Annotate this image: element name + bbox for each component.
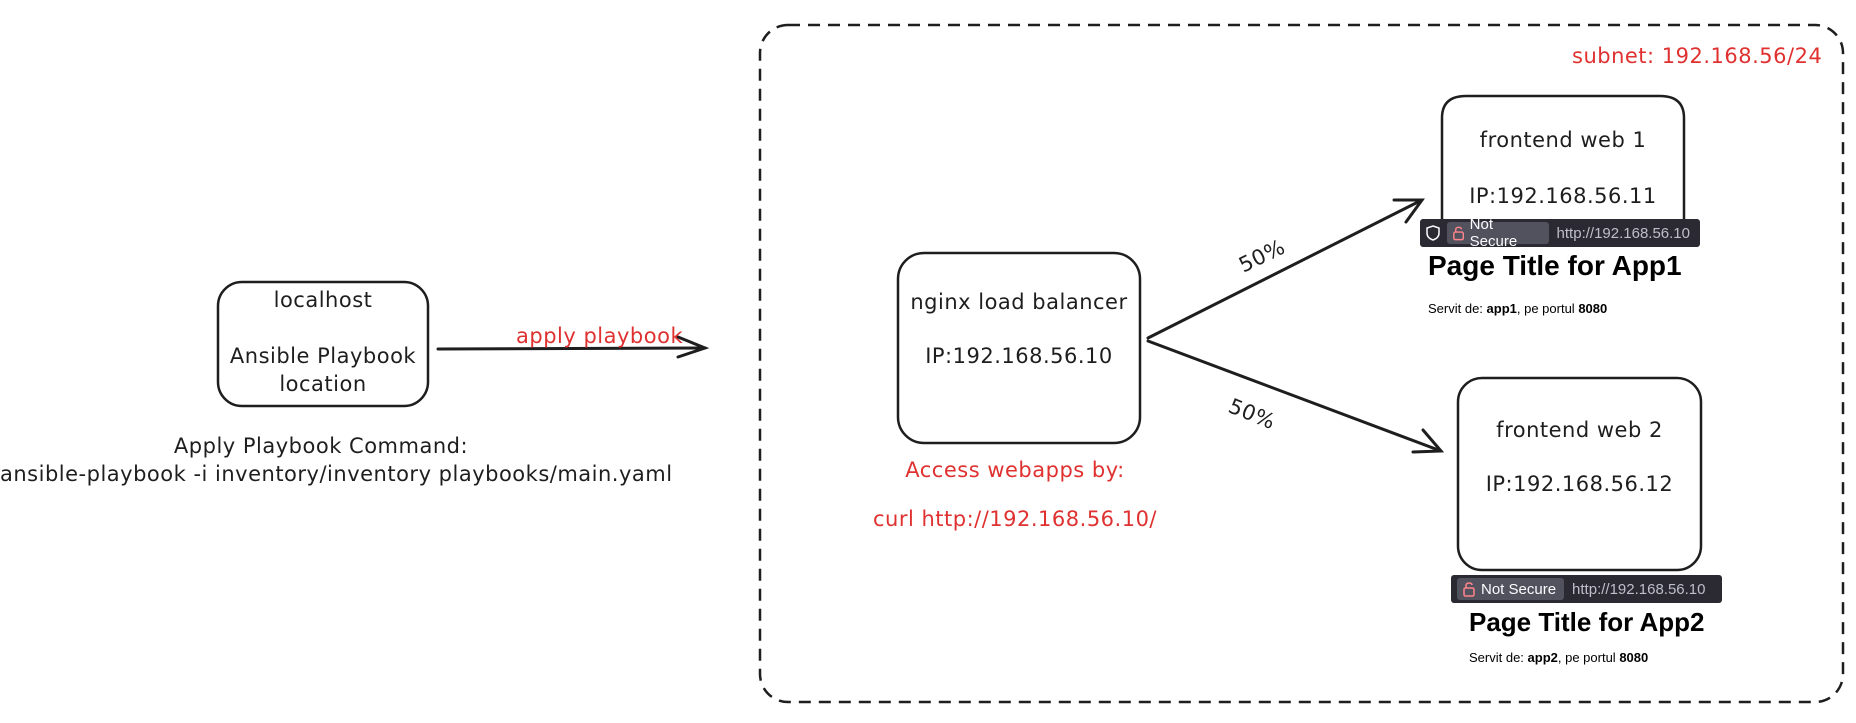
browser2-urlbar: Not Secure http://192.168.56.10 xyxy=(1451,575,1722,603)
web2-title: frontend web 2 xyxy=(1496,418,1663,442)
web2-box xyxy=(1456,376,1703,572)
not-secure-text: Not Secure xyxy=(1469,216,1518,250)
app2-page-title: Page Title for App2 xyxy=(1469,607,1705,637)
arrow-to-web1 xyxy=(1146,198,1425,340)
web2-ip: IP:192.168.56.12 xyxy=(1485,472,1674,496)
not-secure-badge[interactable]: Not Secure xyxy=(1457,578,1565,600)
localhost-box xyxy=(216,280,430,408)
app2-served-by: Servit de: app2, pe portul 8080 xyxy=(1469,650,1649,665)
lb-ip: IP:192.168.56.10 xyxy=(925,344,1113,368)
broken-lock-icon xyxy=(1452,226,1464,241)
subnet-boundary xyxy=(758,23,1845,704)
url-text[interactable]: http://192.168.56.10 xyxy=(1572,580,1706,598)
localhost-line2: location xyxy=(279,372,367,396)
command-label: Apply Playbook Command: xyxy=(173,434,469,458)
apply-playbook-arrow xyxy=(436,335,710,359)
command-text: ansible-playbook -i inventory/inventory … xyxy=(0,462,673,486)
app1-page-title: Page Title for App1 xyxy=(1428,250,1682,281)
url-text[interactable]: http://192.168.56.10 xyxy=(1556,224,1690,242)
arrow-to-web2 xyxy=(1146,339,1445,454)
not-secure-badge[interactable]: Not Secure xyxy=(1446,216,1549,250)
localhost-title: localhost xyxy=(273,288,373,312)
app1-served-by: Servit de: app1, pe portul 8080 xyxy=(1428,301,1608,316)
web1-ip: IP:192.168.56.11 xyxy=(1469,184,1657,208)
browser1-urlbar: Not Secure http://192.168.56.10 xyxy=(1420,216,1700,250)
access-label: Access webapps by: xyxy=(905,458,1125,482)
localhost-line1: Ansible Playbook xyxy=(229,344,417,368)
lb-box xyxy=(896,251,1142,445)
web1-title: frontend web 1 xyxy=(1479,128,1647,152)
shield-icon[interactable] xyxy=(1420,219,1447,247)
web1-box xyxy=(1440,94,1686,222)
lb-title: nginx load balancer xyxy=(910,290,1128,314)
not-secure-text: Not Secure xyxy=(1481,580,1557,598)
broken-lock-icon xyxy=(1463,582,1475,597)
subnet-label: subnet: 192.168.56/24 xyxy=(1572,44,1823,68)
apply-playbook-label: apply playbook xyxy=(516,324,684,348)
access-cmd: curl http://192.168.56.10/ xyxy=(872,507,1158,531)
